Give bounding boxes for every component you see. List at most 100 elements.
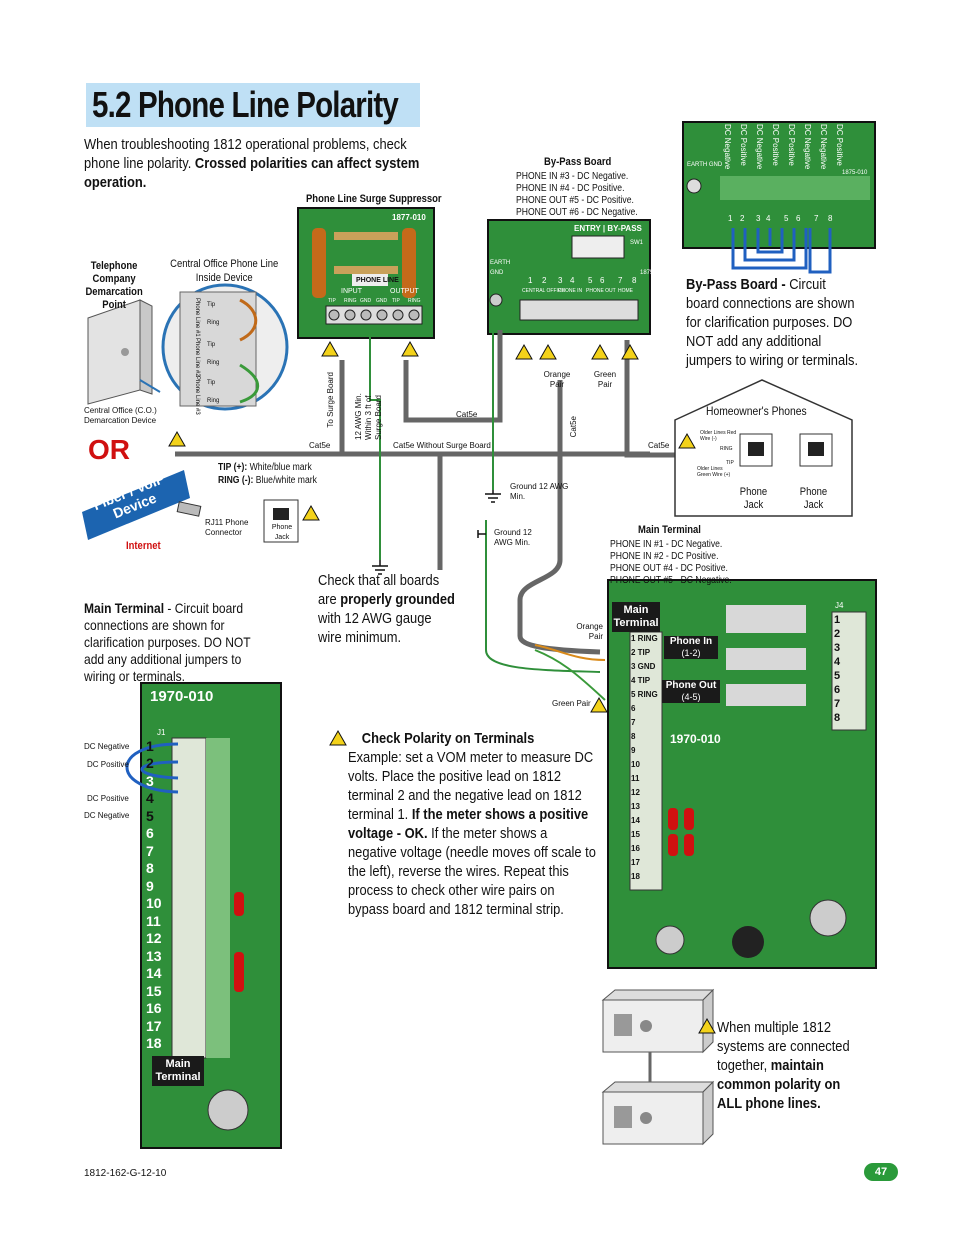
bypass-earth-label: EARTH GND bbox=[490, 260, 511, 276]
terminal-row: 13 bbox=[631, 802, 640, 811]
dc-label: DC Positive bbox=[739, 124, 748, 166]
left-terminal-body bbox=[206, 738, 230, 1058]
terminal-row: 7 bbox=[631, 718, 636, 727]
co-demarcation-label: Central Office (C.O.) Demarcation Device bbox=[84, 406, 157, 425]
dc-label: DC Negative bbox=[723, 124, 732, 170]
right-board-speaker bbox=[732, 926, 764, 958]
terminal-number: 6 bbox=[146, 825, 154, 841]
terminal-number: 5 bbox=[588, 276, 593, 285]
surge-model: 1877-010 bbox=[392, 213, 426, 222]
surge-term: GND bbox=[376, 298, 388, 304]
co-tip-label: Tip bbox=[207, 302, 216, 308]
terminal-row: 18 bbox=[631, 872, 640, 881]
terminal-number: 3 bbox=[558, 276, 563, 285]
j4-number: 4 bbox=[834, 656, 841, 668]
bypass-line: PHONE IN #3 - DC Negative. bbox=[516, 171, 629, 182]
unit-1812-bottom bbox=[601, 1080, 715, 1146]
green-pair-label: Green Pair bbox=[593, 370, 617, 389]
j4-terminal-strip bbox=[831, 611, 867, 731]
surge-coil-right bbox=[402, 228, 416, 298]
bypass-model: 1875-010 bbox=[640, 270, 666, 276]
cat5e-label: Cat5e bbox=[309, 441, 331, 450]
intro-bold: Crossed polarities can affect system ope… bbox=[84, 155, 420, 191]
bypass-note-text: Circuit board connections are shown for … bbox=[686, 276, 859, 369]
earth-gnd-label: EARTH GND bbox=[687, 162, 723, 168]
phone-jack-1-port bbox=[748, 442, 764, 456]
terminal-number: 16 bbox=[146, 1000, 162, 1016]
surge-term: TIP bbox=[392, 298, 400, 304]
surge-term: GND bbox=[360, 298, 372, 304]
multi-text: When multiple 1812 systems are connected… bbox=[717, 1019, 850, 1074]
terminal-number: 5 bbox=[784, 214, 789, 223]
bypass-model-detail: 1875-010 bbox=[842, 170, 868, 176]
co-device-wire bbox=[239, 363, 260, 404]
check-polarity-p1: Example: set a VOM meter to measure DC v… bbox=[348, 749, 594, 823]
terminal-number: 14 bbox=[146, 965, 162, 981]
cat5e-label: Cat5e bbox=[648, 441, 670, 450]
co-device-wire bbox=[239, 298, 258, 342]
main-note-bold: Main Terminal bbox=[84, 600, 165, 616]
bypass-note-bold: By-Pass Board - bbox=[686, 276, 790, 293]
j1-label: J1 bbox=[157, 728, 166, 737]
model-1970-right: 1970-010 bbox=[670, 732, 721, 746]
dc-left-label: DC Negative bbox=[84, 742, 130, 751]
surge-term: RING bbox=[408, 298, 421, 304]
co-tip-label: Tip bbox=[207, 342, 216, 348]
bypass-group: PHONE OUT bbox=[586, 288, 616, 294]
ring-minus-text: Blue/white mark bbox=[253, 475, 317, 486]
demarcation-side bbox=[139, 299, 153, 395]
dc-label: DC Positive bbox=[771, 124, 780, 166]
tip-plus-bold: TIP (+): bbox=[218, 462, 248, 473]
terminal-row: 11 bbox=[631, 774, 640, 783]
tip-label: TIP bbox=[726, 460, 734, 466]
left-main-terminal-badge: Main Terminal bbox=[152, 1056, 204, 1086]
tip-plus-text: White/blue mark bbox=[247, 462, 312, 473]
terminal-row: 1 RING bbox=[631, 634, 658, 643]
relay-component bbox=[726, 605, 806, 633]
ground-symbol bbox=[372, 490, 501, 575]
terminal-number: 15 bbox=[146, 983, 162, 999]
terminal-number: 2 bbox=[542, 276, 547, 285]
main-line: PHONE OUT #4 - DC Positive. bbox=[610, 563, 728, 574]
terminal-number: 6 bbox=[796, 214, 801, 223]
co-device-body bbox=[179, 291, 257, 407]
terminal-number: 8 bbox=[632, 276, 637, 285]
co-line-label: Phone Line #2 bbox=[194, 338, 200, 377]
terminal-row: 9 bbox=[631, 746, 636, 755]
j4-number: 6 bbox=[834, 684, 841, 696]
terminal-row: 8 bbox=[631, 732, 636, 741]
terminal-number: 2 bbox=[740, 214, 745, 223]
j4-number: 2 bbox=[834, 628, 841, 640]
bypass-line: PHONE OUT #5 - DC Positive. bbox=[516, 195, 634, 206]
intro-text: When troubleshooting 1812 operational pr… bbox=[84, 136, 407, 172]
terminal-number: 1 bbox=[528, 276, 533, 285]
unit-1812-top bbox=[601, 988, 715, 1054]
multi-bold: maintain common polarity on ALL phone li… bbox=[717, 1057, 841, 1112]
ground-note-text2: with 12 AWG gauge wire minimum. bbox=[318, 610, 432, 646]
older-green-label: Older Lines Green Wire (+) bbox=[697, 466, 731, 478]
bypass-detail-earth bbox=[686, 178, 702, 194]
terminal-row: 2 TIP bbox=[631, 648, 651, 657]
surge-title: Phone Line Surge Suppressor bbox=[306, 193, 442, 205]
main-terminal-title: Main Terminal bbox=[638, 524, 701, 536]
dc-label: DC Positive bbox=[835, 124, 844, 166]
surge-term: RING bbox=[344, 298, 357, 304]
terminal-number: 6 bbox=[600, 276, 605, 285]
terminal-number: 10 bbox=[146, 895, 162, 911]
bypass-group: CENTRAL OFFICE bbox=[522, 288, 565, 294]
cat5e-wires bbox=[175, 330, 690, 655]
dc-left-label: DC Positive bbox=[87, 794, 129, 803]
page-number-badge bbox=[864, 1163, 898, 1181]
demarcation-box bbox=[87, 299, 141, 405]
bypass-entry-label: ENTRY | BY-PASS bbox=[574, 224, 642, 233]
phone-out-badge: Phone Out bbox=[662, 680, 720, 692]
bypass-earth-post bbox=[489, 293, 503, 307]
demarcation-latch bbox=[121, 348, 129, 356]
phone-jack-label: Phone Jack bbox=[739, 486, 768, 511]
bypass-detail-strip bbox=[720, 176, 870, 200]
bypass-terminals bbox=[519, 299, 639, 321]
j4-number: 8 bbox=[834, 712, 841, 724]
dc-vertical-labels: DC Negative DC Positive DC Negative DC P… bbox=[718, 122, 870, 174]
check-polarity-p1-bold: If the meter shows a positive voltage - … bbox=[348, 806, 589, 842]
